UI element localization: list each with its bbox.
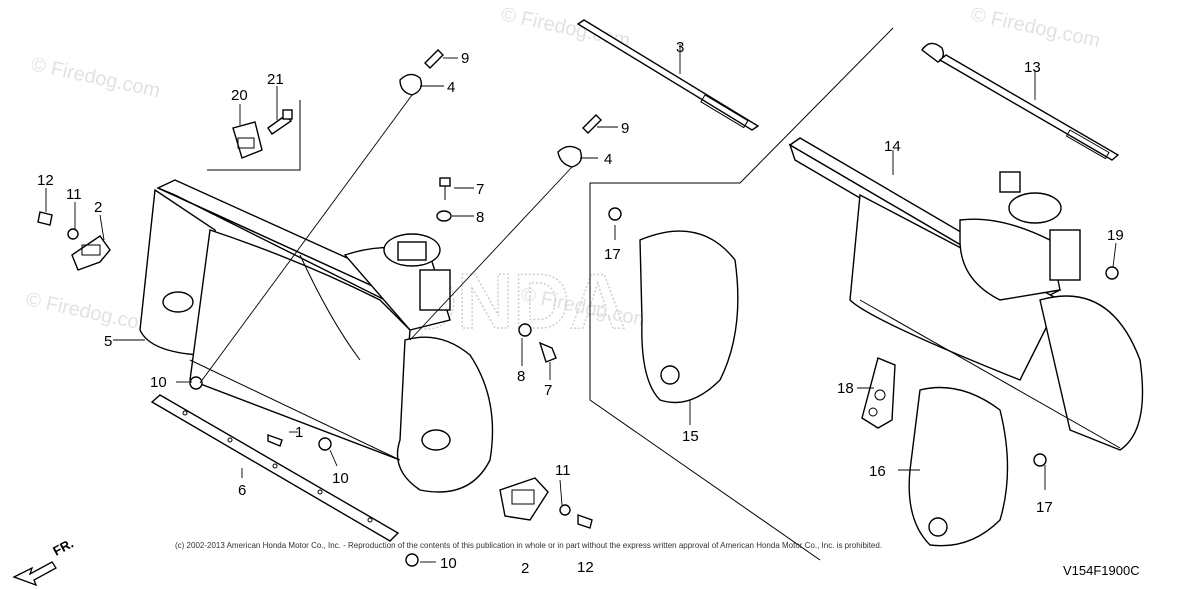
direction-label: FR. <box>50 536 76 559</box>
diagram-code: V154F1900C <box>1063 563 1140 578</box>
auger-housing-right <box>788 137 1144 451</box>
callout-11: 11 <box>66 186 82 203</box>
callout-13: 13 <box>1024 59 1041 76</box>
callout-1: 1 <box>295 424 303 441</box>
callout-12: 12 <box>37 172 54 189</box>
callout-4: 4 <box>604 151 612 168</box>
callout-11: 11 <box>555 462 571 479</box>
leader-lines <box>45 44 1117 563</box>
callout-17: 17 <box>1036 499 1053 516</box>
callout-4: 4 <box>447 79 455 96</box>
callout-16: 16 <box>869 463 886 480</box>
callout-7: 7 <box>476 181 484 198</box>
bracket-20 <box>232 109 293 159</box>
hardware <box>37 49 602 567</box>
watermark-text: © Firedog.com <box>969 3 1102 52</box>
watermark-text: © Firedog.com <box>24 288 157 337</box>
copyright-notice: (c) 2002-2013 American Honda Motor Co., … <box>175 541 882 550</box>
callout-9: 9 <box>621 120 629 137</box>
auger-housing-left <box>139 179 494 493</box>
callout-14: 14 <box>884 138 901 155</box>
shear-shaft-13 <box>921 42 1120 161</box>
scraper-bar <box>150 394 400 542</box>
callout-20: 20 <box>231 87 248 104</box>
callout-labels: 1 2 2 3 4 4 5 6 7 7 8 8 9 9 10 10 10 11 … <box>37 39 1124 577</box>
section-divider <box>589 27 894 561</box>
callout-10: 10 <box>440 555 457 572</box>
arrow-icon <box>12 561 57 587</box>
inset-frame <box>207 100 301 171</box>
skid-shoe-lower <box>499 477 549 521</box>
callout-10: 10 <box>332 470 349 487</box>
skid-shoe-upper <box>71 235 111 271</box>
callout-17: 17 <box>604 246 621 263</box>
callout-5: 5 <box>104 333 112 350</box>
nut-19 <box>1105 266 1119 280</box>
callout-3: 3 <box>676 39 684 56</box>
callout-9: 9 <box>461 50 469 67</box>
callout-2: 2 <box>521 560 529 577</box>
callout-2: 2 <box>94 199 102 216</box>
callout-15: 15 <box>682 428 699 445</box>
callout-6: 6 <box>238 482 246 499</box>
watermark-text: © Firedog.com <box>29 53 162 102</box>
callout-18: 18 <box>837 380 854 397</box>
cover-15 <box>608 207 739 404</box>
callout-10: 10 <box>150 374 167 391</box>
shear-shaft-3 <box>576 19 760 131</box>
cover-16 <box>908 386 1047 547</box>
callout-8: 8 <box>476 209 484 226</box>
bracket-18 <box>861 357 896 429</box>
callout-12: 12 <box>577 559 594 576</box>
callout-19: 19 <box>1107 227 1124 244</box>
front-direction-marker: FR. <box>12 536 76 587</box>
callout-7: 7 <box>544 382 552 399</box>
callout-8: 8 <box>517 368 525 385</box>
callout-21: 21 <box>267 71 284 88</box>
